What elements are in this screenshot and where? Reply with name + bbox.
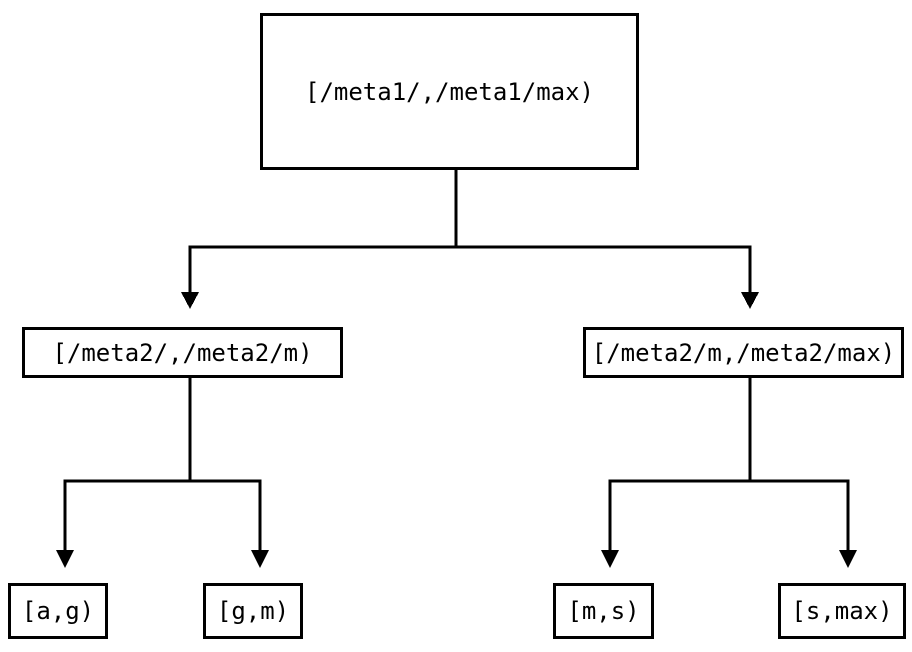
node-meta2-upper-interval: [/meta2/m,/meta2/max)	[583, 327, 904, 378]
node-leaf-a-g: [a,g)	[8, 583, 108, 639]
node-leaf-g-m: [g,m)	[203, 583, 303, 639]
arrow-down-icon	[601, 550, 619, 568]
arrow-down-icon	[56, 550, 74, 568]
arrow-down-icon	[251, 550, 269, 568]
arrow-down-icon	[839, 550, 857, 568]
connector-left-to-leaves	[63, 377, 262, 551]
node-leaf-m-s: [m,s)	[553, 583, 654, 639]
node-leaf-s-max: [s,max)	[778, 583, 906, 639]
connector-root-to-level2	[188, 169, 752, 293]
node-root-interval: [/meta1/,/meta1/max)	[260, 13, 639, 170]
node-meta2-lower-interval: [/meta2/,/meta2/m)	[22, 327, 343, 378]
arrow-down-icon	[181, 292, 199, 309]
connector-right-to-leaves	[608, 377, 850, 551]
arrow-down-icon	[741, 292, 759, 309]
